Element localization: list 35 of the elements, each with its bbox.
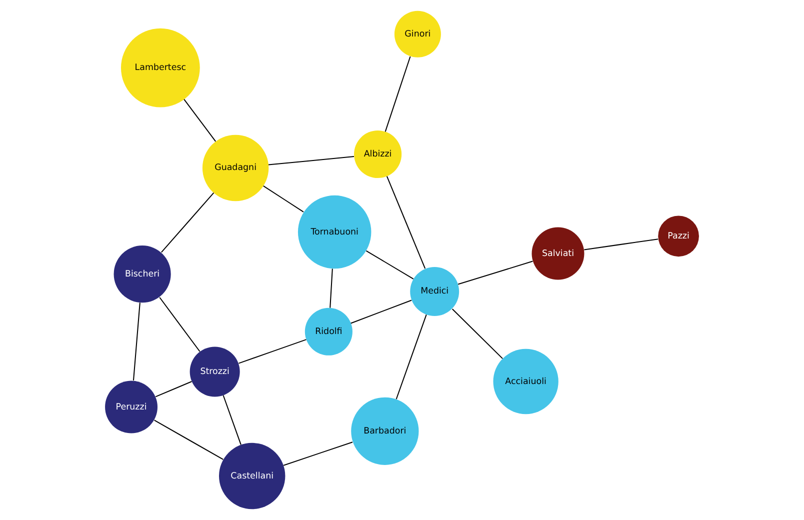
connector [452, 308, 503, 359]
connector [263, 186, 304, 212]
node-circle: Ridolfi [304, 308, 352, 356]
node-circle: Albizzi [354, 130, 402, 178]
node-circle: Acciaiuoli [493, 348, 558, 414]
connector [283, 442, 353, 466]
connector [161, 192, 214, 253]
node-circle: Lambertesc [120, 28, 200, 108]
connector [184, 99, 216, 142]
node-circle: Strozzi [190, 346, 240, 397]
connector [132, 302, 140, 380]
node-circle: Castellani [219, 442, 286, 510]
connector [366, 250, 414, 280]
connector [396, 314, 427, 400]
connector [155, 381, 192, 398]
node-circle: Medici [410, 267, 460, 316]
connector [350, 300, 412, 324]
connector [154, 420, 224, 460]
node-circle: Peruzzi [105, 380, 158, 434]
connector [330, 268, 333, 308]
connector [159, 297, 200, 352]
connector [222, 395, 242, 445]
connector [458, 260, 533, 285]
node-circle: Ginori [394, 10, 441, 58]
connector [584, 238, 658, 250]
node-circle: Pazzi [658, 216, 699, 257]
node-circle: Bischeri [114, 246, 171, 303]
node-circle: Tornabuoni [298, 195, 372, 269]
connector [386, 176, 426, 269]
connector [238, 339, 306, 364]
node-circle: Guadagni [202, 134, 269, 202]
node-circle: Barbadori [351, 397, 419, 465]
connector [384, 56, 411, 132]
connector [268, 156, 354, 166]
node-circle: Salviati [532, 227, 584, 280]
